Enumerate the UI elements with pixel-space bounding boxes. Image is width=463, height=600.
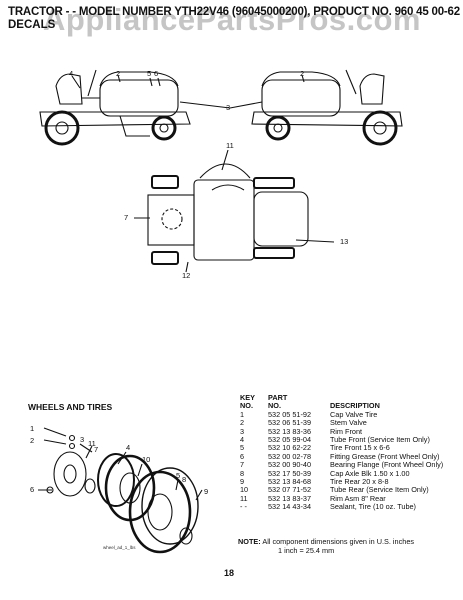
note-text: All component dimensions given in U.S. i… bbox=[262, 537, 415, 546]
page-title: TRACTOR - - MODEL NUMBER YTH22V46 (96045… bbox=[8, 6, 460, 18]
part-number-cell: 532 05 99-04 bbox=[268, 435, 312, 445]
callout-13: 13 bbox=[340, 237, 349, 246]
wheel-callout-11: 11 bbox=[88, 439, 96, 448]
header-key-no: NO. bbox=[240, 401, 253, 411]
key-cell: 7 bbox=[240, 460, 245, 470]
callout-11: 11 bbox=[226, 141, 234, 150]
wheel-callout-7: 7 bbox=[94, 445, 99, 454]
watermark: AppliancePartsPros.com bbox=[43, 2, 421, 37]
table-row: 9 532 13 84-68 Tire Rear 20 x 8-8 bbox=[238, 477, 463, 487]
wheel-callout-9: 9 bbox=[204, 487, 209, 496]
description-cell: Cap Axle Blk 1.50 x 1.00 bbox=[330, 468, 410, 478]
callout-6: 6 bbox=[154, 69, 159, 78]
table-row: 4 532 05 99-04 Tube Front (Service Item On… bbox=[238, 435, 463, 445]
table-row: - - 532 14 43-34 Sealant, Tire (10 oz. Tub… bbox=[238, 502, 463, 512]
description-cell: Tube Front (Service Item Only) bbox=[330, 435, 430, 445]
table-body: 1 532 05 51-92 Cap Valve Tire 2 532 06 51-39… bbox=[238, 409, 463, 512]
table-row: 10 532 07 71-52 Tube Rear (Service Item On… bbox=[238, 485, 463, 495]
description-cell: Rim Front bbox=[330, 426, 363, 436]
description-cell: Sealant, Tire (10 oz. Tube) bbox=[330, 502, 416, 512]
parts-table: KEY PART NO. NO. DESCRIPTION 1 532 05 51-… bbox=[238, 393, 463, 512]
part-number-cell: 532 06 51-39 bbox=[268, 418, 312, 428]
note-conversion: 1 inch = 25.4 mm bbox=[278, 546, 335, 555]
key-cell: 3 bbox=[240, 426, 245, 436]
key-cell: 1 bbox=[240, 409, 245, 419]
key-cell: 11 bbox=[240, 493, 248, 503]
part-number-cell: 532 10 62-22 bbox=[268, 443, 312, 453]
header-part: PART bbox=[268, 393, 288, 402]
page-subtitle: DECALS bbox=[8, 19, 56, 31]
key-cell: 4 bbox=[240, 435, 245, 445]
wheel-callout-2: 2 bbox=[30, 436, 35, 445]
table-row: 11 532 13 83-37 Rim Asm 8" Rear bbox=[238, 493, 463, 503]
wheel-callout-6: 6 bbox=[30, 485, 35, 494]
wheel-assembly bbox=[46, 434, 199, 554]
table-row: 3 532 13 83-36 Rim Front bbox=[238, 426, 463, 436]
callout-2-right: 2 bbox=[300, 69, 305, 78]
key-cell: 5 bbox=[240, 443, 245, 453]
header-description: DESCRIPTION bbox=[330, 401, 380, 411]
table-row: 5 532 10 62-22 Tire Front 15 x 6-6 bbox=[238, 443, 463, 453]
table-row: 6 532 00 02-78 Fitting Grease (Front Wheel… bbox=[238, 451, 463, 461]
part-number-cell: 532 13 84-68 bbox=[268, 477, 312, 487]
wheel-callout-1: 1 bbox=[30, 424, 35, 433]
table-row: 7 532 00 90-40 Bearing Flange (Front Wheel… bbox=[238, 460, 463, 470]
key-cell: 9 bbox=[240, 477, 245, 487]
part-number-cell: 532 13 83-37 bbox=[268, 493, 312, 503]
description-cell: Tire Front 15 x 6-6 bbox=[330, 443, 390, 453]
wheel-callout-5: 5 bbox=[176, 471, 181, 480]
part-number-cell: 532 05 51-92 bbox=[268, 409, 312, 419]
key-cell: - - bbox=[240, 502, 247, 512]
part-number-cell: 532 17 50-39 bbox=[268, 468, 312, 478]
header-key: KEY bbox=[240, 393, 256, 402]
wheel-callout-4: 4 bbox=[126, 443, 131, 452]
wheel-callout-8: 8 bbox=[182, 475, 187, 484]
table-row: 8 532 17 50-39 Cap Axle Blk 1.50 x 1.00 bbox=[238, 468, 463, 478]
description-cell: Bearing Flange (Front Wheel Only) bbox=[330, 460, 444, 470]
part-number-cell: 532 00 02-78 bbox=[268, 451, 312, 461]
description-cell: Stem Valve bbox=[330, 418, 367, 428]
table-row: 2 532 06 51-39 Stem Valve bbox=[238, 418, 463, 428]
part-number-cell: 532 13 83-36 bbox=[268, 426, 312, 436]
tractor-left-view bbox=[39, 69, 191, 146]
part-number-cell: 532 07 71-52 bbox=[268, 485, 312, 495]
tractor-top-view bbox=[147, 163, 309, 265]
callout-3: 3 bbox=[226, 103, 231, 112]
description-cell: Cap Valve Tire bbox=[330, 409, 378, 419]
header-part-no: NO. bbox=[268, 401, 281, 411]
description-cell: Fitting Grease (Front Wheel Only) bbox=[330, 451, 440, 461]
wheel-callout-3: 3 bbox=[80, 435, 85, 444]
key-cell: 6 bbox=[240, 451, 245, 461]
part-number-cell: 532 14 43-34 bbox=[268, 502, 312, 512]
key-cell: 10 bbox=[240, 485, 249, 495]
callout-4: 4 bbox=[69, 69, 74, 78]
callout-12: 12 bbox=[182, 271, 191, 280]
table-header-row: KEY PART bbox=[238, 393, 463, 402]
page-number: 18 bbox=[224, 568, 235, 578]
note: NOTE: All component dimensions given in … bbox=[238, 537, 458, 555]
note-label: NOTE: bbox=[238, 537, 261, 546]
callout-7: 7 bbox=[124, 213, 129, 222]
key-cell: 8 bbox=[240, 468, 245, 478]
table-header-row: NO. NO. DESCRIPTION bbox=[238, 401, 463, 411]
description-cell: Tire Rear 20 x 8-8 bbox=[330, 477, 389, 487]
diagram-code: wheel_ad_1_lbs bbox=[103, 545, 136, 550]
description-cell: Rim Asm 8" Rear bbox=[330, 493, 386, 503]
tractor-right-view bbox=[251, 69, 403, 146]
callout-2: 2 bbox=[116, 69, 121, 78]
table-row: 1 532 05 51-92 Cap Valve Tire bbox=[238, 409, 463, 419]
callout-5: 5 bbox=[147, 69, 152, 78]
section-title: WHEELS AND TIRES bbox=[28, 402, 113, 412]
part-number-cell: 532 00 90-40 bbox=[268, 460, 312, 470]
description-cell: Tube Rear (Service Item Only) bbox=[330, 485, 429, 495]
wheel-callout-10: 10 bbox=[142, 455, 151, 464]
key-cell: 2 bbox=[240, 418, 245, 428]
